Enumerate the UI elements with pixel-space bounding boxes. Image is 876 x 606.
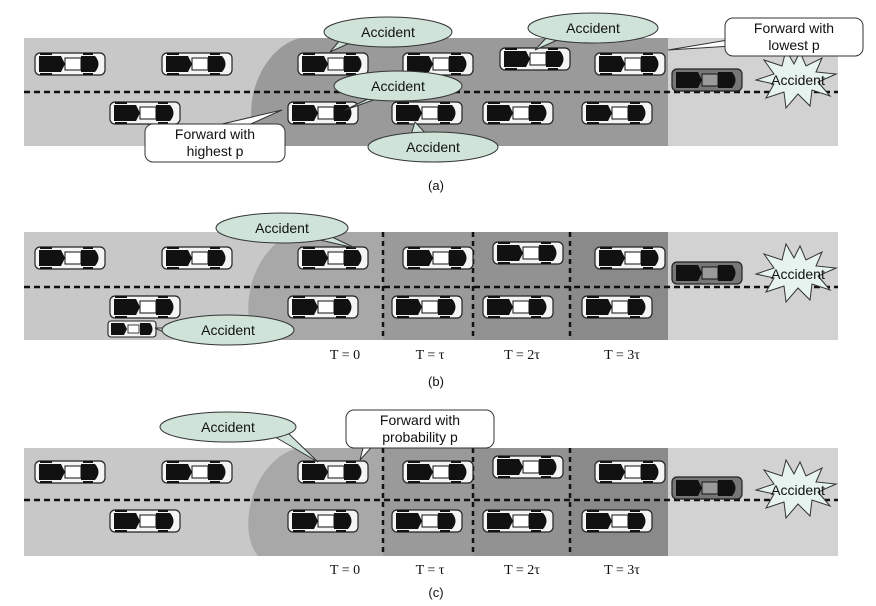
panel-caption: (b) <box>428 374 444 389</box>
time-label: T = 3τ <box>604 563 640 578</box>
vehicle <box>499 47 571 71</box>
vehicle <box>482 101 554 125</box>
vehicle <box>34 460 106 484</box>
vehicle <box>581 101 653 125</box>
crashed-vehicle <box>671 68 743 92</box>
road-right <box>668 448 838 556</box>
vehicle <box>492 455 564 479</box>
time-label: T = τ <box>416 563 445 578</box>
callout-accident: Accident <box>527 12 659 51</box>
vehicle <box>287 509 359 533</box>
svg-text:Accident: Accident <box>361 24 415 40</box>
vehicle <box>391 509 463 533</box>
callout-forward-lowest: Forward with lowest p <box>667 17 864 57</box>
svg-text:Accident: Accident <box>201 322 255 338</box>
vehicle <box>287 101 359 125</box>
burst-label: Accident <box>771 72 825 88</box>
vehicle <box>402 460 474 484</box>
vehicle <box>391 295 463 319</box>
svg-text:Forward with: Forward with <box>175 126 255 142</box>
accident-burst: Accident <box>754 458 838 520</box>
time-label: T = 0 <box>330 348 360 363</box>
vehicle <box>161 246 233 270</box>
panel-a: Accident Accident Accident Accident Acci… <box>24 12 864 193</box>
svg-text:Accident: Accident <box>371 78 425 94</box>
crashed-vehicle <box>671 476 743 500</box>
panel-c: Accident Accident Forward with probabili… <box>24 409 838 600</box>
vehicle <box>581 295 653 319</box>
callout-accident: Accident <box>154 314 295 346</box>
vehicle <box>391 101 463 125</box>
vehicle <box>161 52 233 76</box>
burst-label: Accident <box>771 482 825 498</box>
crashed-vehicle <box>671 261 743 285</box>
vehicle <box>109 509 181 533</box>
vehicle <box>594 460 666 484</box>
svg-text:Accident: Accident <box>201 419 255 435</box>
svg-text:Forward with: Forward with <box>380 412 460 428</box>
time-label: T = τ <box>416 348 445 363</box>
svg-text:highest p: highest p <box>187 143 244 159</box>
svg-text:lowest p: lowest p <box>768 37 820 53</box>
panel-b: Accident Accident Accident T = 0 T = τ T… <box>24 212 838 389</box>
time-label: T = 2τ <box>504 348 540 363</box>
burst-label: Accident <box>771 266 825 282</box>
panel-caption: (a) <box>428 178 444 193</box>
vehicle <box>594 246 666 270</box>
vehicle <box>402 246 474 270</box>
vehicle <box>492 241 564 265</box>
vehicle <box>34 52 106 76</box>
panel-caption: (c) <box>428 585 443 600</box>
vehicle <box>594 52 666 76</box>
time-label: T = 2τ <box>504 563 540 578</box>
vehicle <box>287 295 359 319</box>
vehicle <box>482 295 554 319</box>
svg-text:Accident: Accident <box>255 220 309 236</box>
callout-accident: Accident <box>215 212 356 249</box>
callout-accident: Accident <box>333 70 463 111</box>
callout-accident: Accident <box>159 411 319 463</box>
vehicle <box>297 460 369 484</box>
time-label: T = 3τ <box>604 348 640 363</box>
vehicle <box>34 246 106 270</box>
vehicle <box>297 246 369 270</box>
time-label: T = 0 <box>330 563 360 578</box>
svg-text:Accident: Accident <box>406 139 460 155</box>
svg-text:probability p: probability p <box>382 429 458 445</box>
accident-burst: Accident <box>754 242 838 304</box>
vehicle <box>109 295 181 319</box>
accident-burst: Accident <box>754 48 838 110</box>
callout-forward-probability: Forward with probability p <box>345 409 495 461</box>
vehicle <box>482 509 554 533</box>
vehicle <box>107 320 157 338</box>
svg-text:Accident: Accident <box>566 20 620 36</box>
vehicle <box>109 101 181 125</box>
vehicle <box>297 52 369 76</box>
callout-accident: Accident <box>367 121 499 163</box>
vehicle <box>161 460 233 484</box>
callout-forward-highest: Forward with highest p <box>144 109 286 163</box>
svg-text:Forward with: Forward with <box>754 20 834 36</box>
vehicle <box>581 509 653 533</box>
road-right <box>668 232 838 340</box>
callout-accident: Accident <box>323 16 453 53</box>
